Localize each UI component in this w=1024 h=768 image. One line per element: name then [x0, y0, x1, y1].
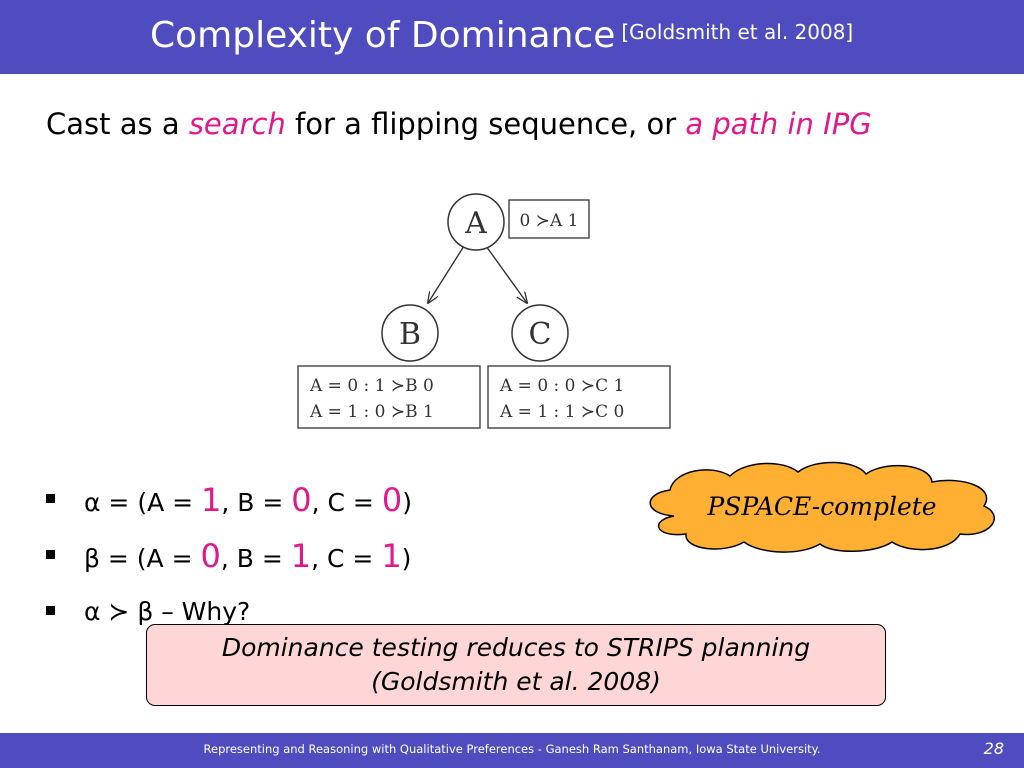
- slide-subtitle: Cast as a search for a flipping sequence…: [46, 104, 872, 144]
- alpha-suffix: ): [402, 488, 412, 517]
- subtitle-text-pre: Cast as a: [46, 107, 180, 141]
- beta-c-value: 1: [381, 537, 402, 575]
- preference-text: α ≻ β – Why?: [84, 597, 251, 626]
- node-c: C: [511, 304, 569, 362]
- bullet-alpha: α = (A = 1, B = 0, C = 0): [46, 472, 606, 528]
- alpha-a-value: 1: [201, 481, 222, 519]
- bullet-preference: α ≻ β – Why?: [46, 584, 606, 640]
- beta-b-value: 1: [290, 537, 312, 575]
- footer-bar: Representing and Reasoning with Qualitat…: [0, 733, 1024, 768]
- beta-prefix: β = (A =: [84, 544, 201, 573]
- pspace-cloud-callout: PSPACE-complete: [649, 461, 995, 553]
- svg-text:A = 1 : 1 ≻C 0: A = 1 : 1 ≻C 0: [499, 402, 624, 422]
- cpt-b-box: A = 0 : 1 ≻B 0 A = 1 : 0 ≻B 1: [297, 365, 481, 429]
- bullet-square-icon: [46, 494, 55, 503]
- callout-line-2: (Goldsmith et al. 2008): [371, 667, 661, 696]
- subtitle-text-mid: for a flipping sequence, or: [295, 107, 677, 141]
- svg-text:B: B: [399, 317, 421, 352]
- slide-title-main: Complexity of Dominance: [150, 15, 616, 56]
- alpha-sep-b: , B =: [221, 488, 292, 517]
- cloud-text: PSPACE-complete: [706, 492, 936, 521]
- page-number: 28: [983, 739, 1004, 758]
- beta-a-value: 0: [200, 537, 221, 575]
- strips-callout-box: Dominance testing reduces to STRIPS plan…: [146, 624, 886, 706]
- cpt-a-box: 0 ≻A 1: [508, 199, 590, 239]
- cpt-c-box: A = 0 : 0 ≻C 1 A = 1 : 1 ≻C 0: [487, 365, 671, 429]
- edge-a-c: [485, 245, 527, 303]
- subtitle-emphasis-path: a path in IPG: [685, 107, 872, 141]
- beta-sep-c: , C =: [311, 544, 382, 573]
- bullet-square-icon: [46, 550, 55, 559]
- callout-line-1: Dominance testing reduces to STRIPS plan…: [221, 633, 811, 662]
- alpha-b-value: 0: [291, 481, 312, 519]
- title-bar: Complexity of Dominance[Goldsmith et al.…: [0, 0, 1024, 74]
- footer-text: Representing and Reasoning with Qualitat…: [203, 742, 821, 756]
- node-a: A: [447, 193, 505, 251]
- svg-text:A = 0 : 1 ≻B 0: A = 0 : 1 ≻B 0: [309, 376, 434, 396]
- cp-net-diagram: A B C 0 ≻A 1 A = 0 : 1 ≻B 0 A = 1 : 0 ≻B…: [297, 193, 671, 429]
- slide-title: Complexity of Dominance[Goldsmith et al.…: [150, 14, 853, 58]
- title-citation: [Goldsmith et al. 2008]: [621, 20, 854, 44]
- subtitle-emphasis-search: search: [188, 107, 286, 141]
- svg-text:C: C: [529, 317, 552, 352]
- svg-text:A = 0 : 0 ≻C 1: A = 0 : 0 ≻C 1: [499, 376, 624, 396]
- bullet-list: α = (A = 1, B = 0, C = 0) β = (A = 0, B …: [46, 472, 606, 640]
- bullet-beta: β = (A = 0, B = 1, C = 1): [46, 528, 606, 584]
- beta-suffix: ): [401, 544, 412, 573]
- svg-text:A: A: [464, 206, 487, 241]
- alpha-sep-c: , C =: [311, 488, 382, 517]
- bullet-square-icon: [46, 606, 55, 615]
- node-b: B: [381, 304, 439, 362]
- svg-text:0 ≻A 1: 0 ≻A 1: [520, 211, 579, 231]
- edge-a-b: [428, 245, 465, 303]
- svg-text:A = 1 : 0 ≻B 1: A = 1 : 0 ≻B 1: [309, 402, 434, 422]
- alpha-c-value: 0: [381, 481, 403, 519]
- alpha-prefix: α = (A =: [84, 488, 202, 517]
- cloud-shape: [649, 461, 995, 553]
- beta-sep-b: , B =: [220, 544, 291, 573]
